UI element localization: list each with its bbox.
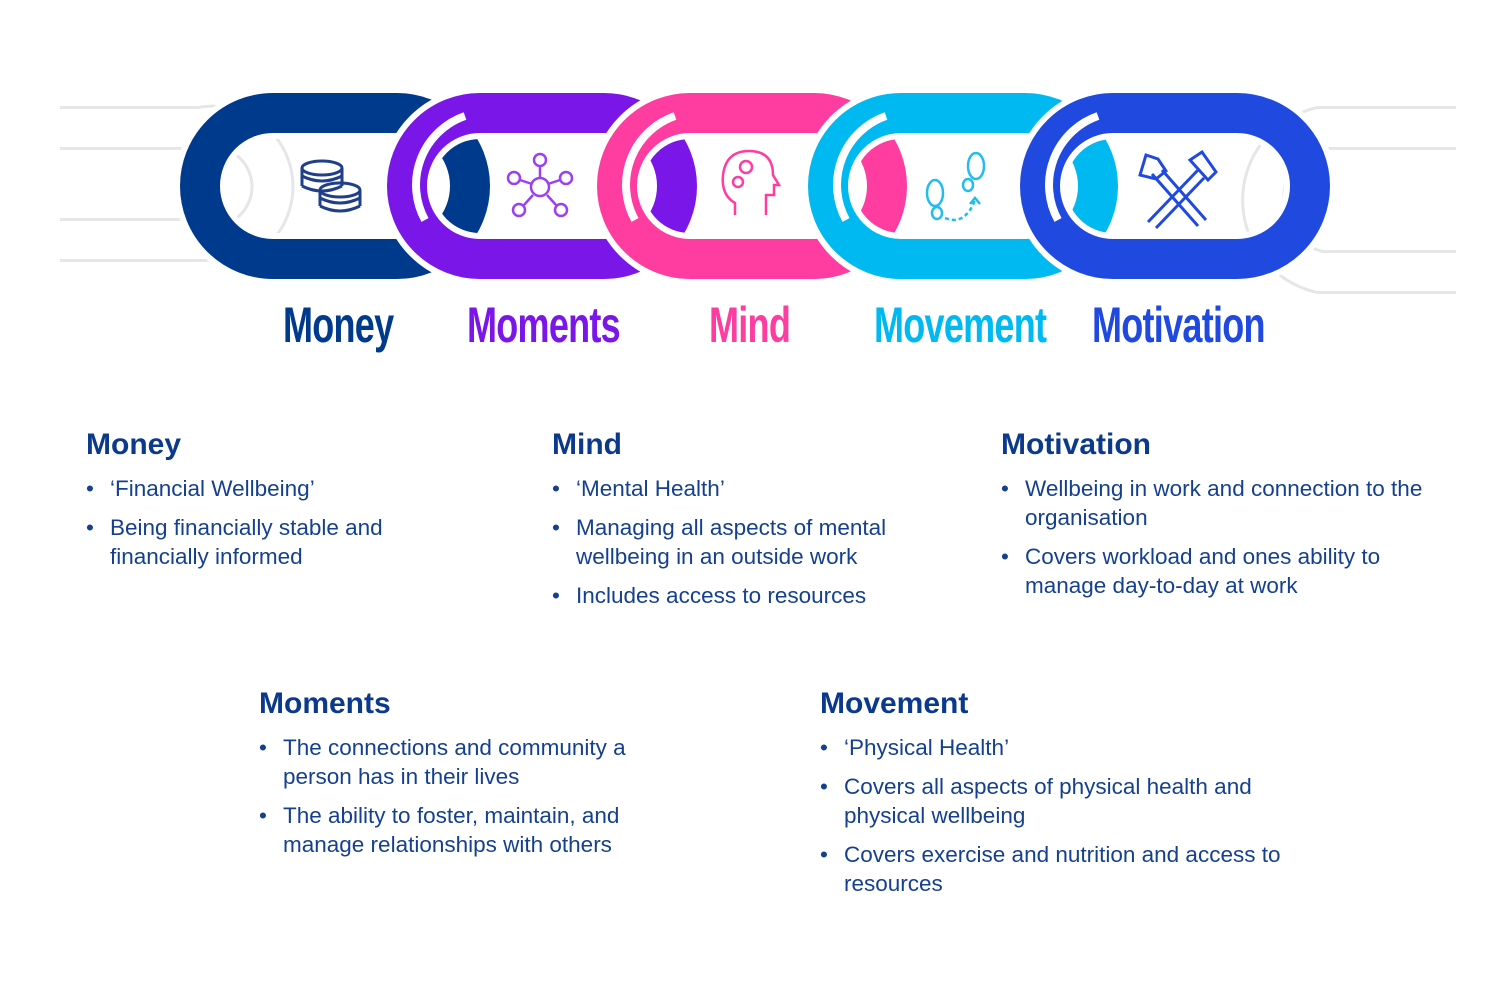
section-title: Moments — [259, 687, 391, 720]
link-gap — [1045, 112, 1100, 222]
bullet-icon: • — [1001, 476, 1009, 501]
section-title: Motivation — [1001, 428, 1151, 461]
bullet-icon: • — [820, 842, 828, 867]
bullet-icon: • — [1001, 544, 1009, 569]
chain-label-moments: Moments — [467, 297, 621, 353]
network-people-icon — [506, 152, 574, 218]
section-money: Money • ‘Financial Wellbeing’ • Being financ… — [86, 428, 446, 581]
bullet-list: • The connections and community a person … — [259, 733, 679, 859]
list-item: • The ability to foster, maintain, and ma… — [259, 801, 679, 859]
bullet-icon: • — [820, 774, 828, 799]
bullet-icon: • — [86, 515, 94, 540]
list-item-text: The ability to foster, maintain, and man… — [283, 803, 620, 857]
list-item-text: The connections and community a person h… — [283, 735, 626, 789]
section-title: Movement — [820, 687, 969, 720]
list-item: • Covers exercise and nutrition and acces… — [820, 840, 1320, 898]
link-gap — [412, 112, 467, 222]
list-item-text: Wellbeing in work and connection to the … — [1025, 476, 1423, 530]
list-item: • The connections and community a person … — [259, 733, 679, 791]
list-item: • Managing all aspects of mental wellbein… — [552, 513, 932, 571]
section-moments: Moments • The connections and community a … — [259, 687, 679, 869]
list-item-text: Managing all aspects of mental wellbeing… — [576, 515, 887, 569]
list-item-text: ‘Financial Wellbeing’ — [110, 476, 315, 501]
chain-label-money: Money — [283, 297, 394, 353]
bullet-icon: • — [552, 515, 560, 540]
chain-link-mind — [591, 87, 913, 285]
list-item-text: Covers workload and ones ability to mana… — [1025, 544, 1381, 598]
list-item-text: ‘Physical Health’ — [844, 735, 1010, 760]
list-item-text: Covers exercise and nutrition and access… — [844, 842, 1281, 896]
list-item: • ‘Mental Health’ — [552, 474, 932, 503]
section-title: Mind — [552, 428, 622, 461]
bullet-icon: • — [259, 735, 267, 760]
list-item-text: ‘Mental Health’ — [576, 476, 725, 501]
chain-label-movement: Movement — [874, 297, 1047, 353]
bullet-list: • Wellbeing in work and connection to the… — [1001, 474, 1431, 600]
bullet-icon: • — [552, 476, 560, 501]
list-item-text: Covers all aspects of physical health an… — [844, 774, 1252, 828]
section-motivation: Motivation • Wellbeing in work and connect… — [1001, 428, 1431, 610]
link-gap — [833, 112, 888, 222]
bullet-icon: • — [86, 476, 94, 501]
footsteps-icon — [925, 151, 986, 222]
coins-icon — [300, 159, 362, 213]
section-mind: Mind • ‘Mental Health’ • Managing all aspect… — [552, 428, 932, 620]
list-item: • Includes access to resources — [552, 581, 932, 610]
head-gears-icon — [721, 149, 782, 215]
bullet-list: • ‘Financial Wellbeing’ • Being financially… — [86, 474, 446, 571]
hammers-icon — [1138, 149, 1218, 230]
list-item: • Covers workload and ones ability to man… — [1001, 542, 1431, 600]
bullet-list: • ‘Mental Health’ • Managing all aspects of… — [552, 474, 932, 610]
bullet-list: • ‘Physical Health’ • Covers all aspects of… — [820, 733, 1320, 898]
list-item: • Covers all aspects of physical health a… — [820, 772, 1320, 830]
bullet-icon: • — [552, 583, 560, 608]
list-item: • ‘Physical Health’ — [820, 733, 1320, 762]
list-item-text: Includes access to resources — [576, 583, 867, 608]
chain-label-mind: Mind — [709, 297, 791, 353]
link-gap — [622, 112, 677, 222]
list-item: • Wellbeing in work and connection to the… — [1001, 474, 1431, 532]
chain-graphic — [60, 87, 1456, 294]
bullet-icon: • — [259, 803, 267, 828]
chain-link-movement — [802, 87, 1124, 285]
list-item-text: Being financially stable and financially… — [110, 515, 383, 569]
section-title: Money — [86, 428, 182, 461]
section-movement: Movement • ‘Physical Health’ • Covers all as… — [820, 687, 1320, 908]
list-item: • Being financially stable and financiall… — [86, 513, 446, 571]
list-item: • ‘Financial Wellbeing’ — [86, 474, 446, 503]
chain-label-motivation: Motivation — [1092, 297, 1266, 353]
chain-link-money — [174, 87, 496, 285]
bullet-icon: • — [820, 735, 828, 760]
chain-link-moments — [381, 87, 703, 285]
chain-link-motivation — [1014, 87, 1336, 285]
